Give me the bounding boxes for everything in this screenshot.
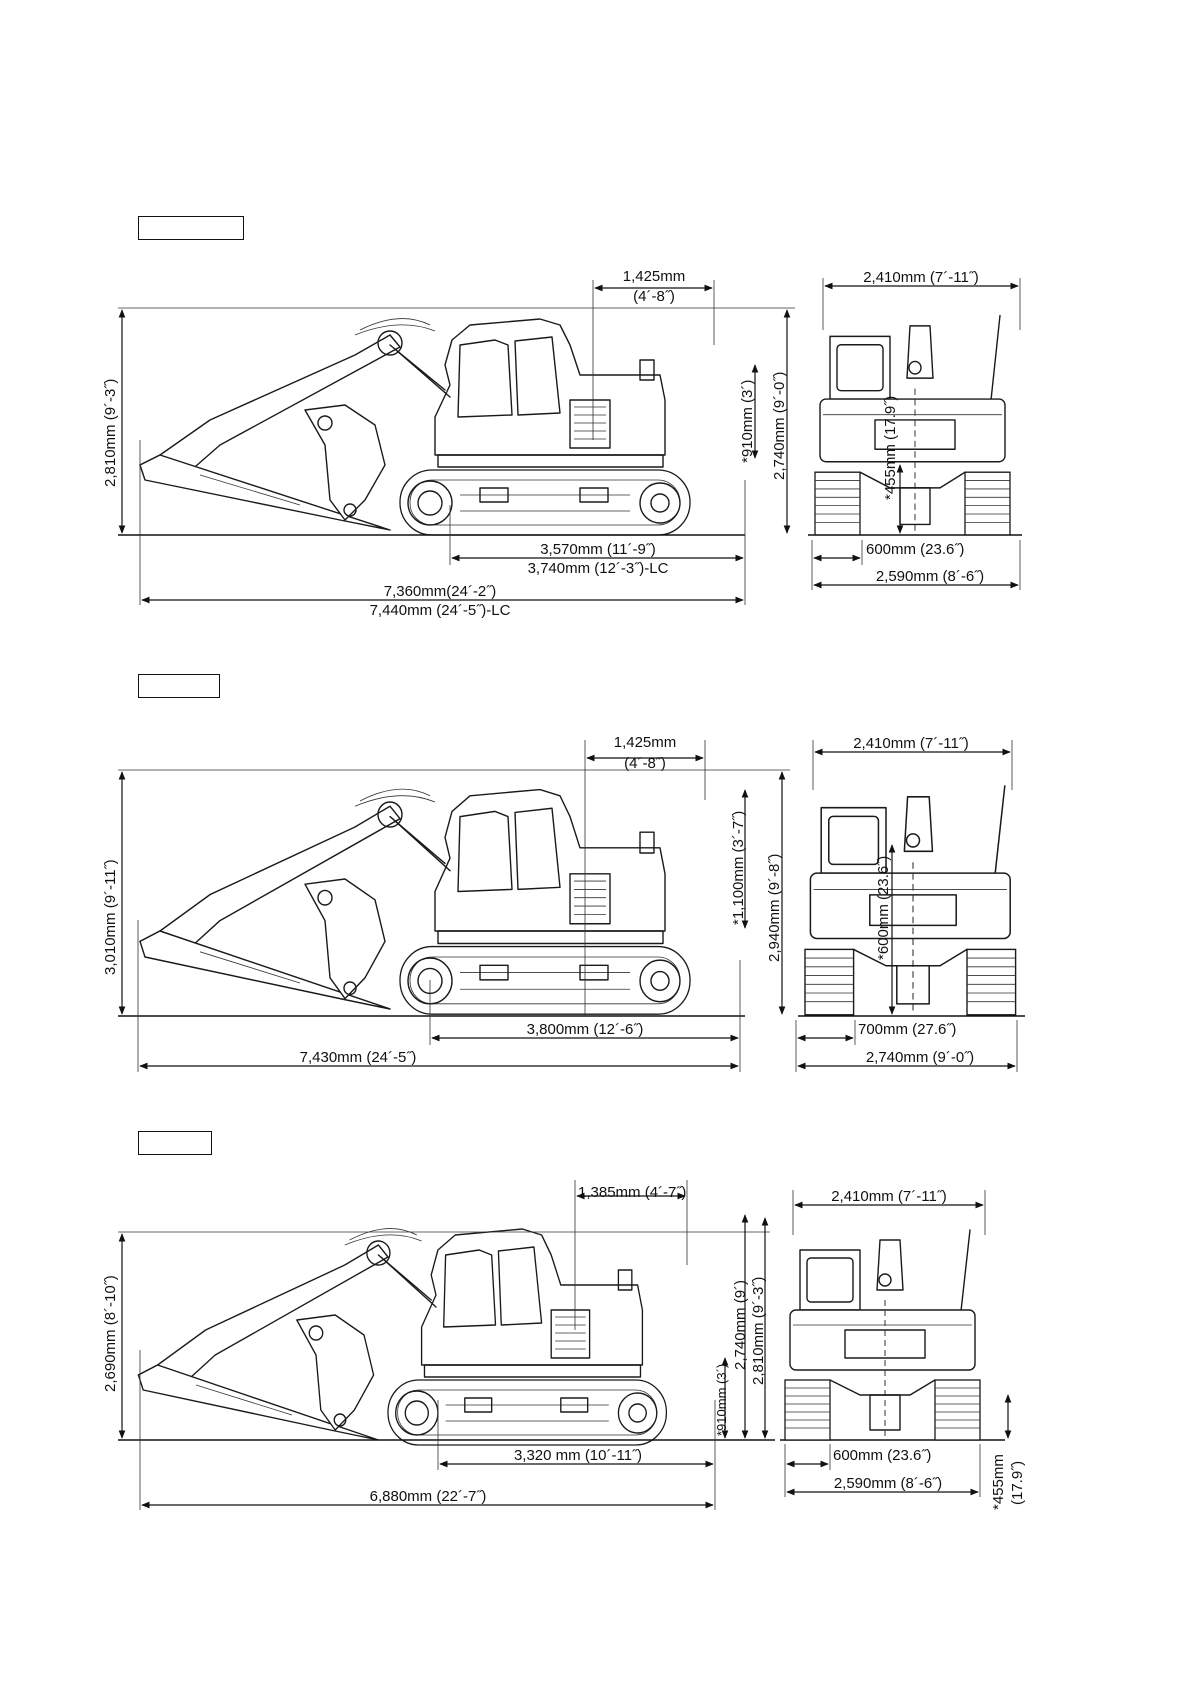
fig3-track-length: 3,320 mm (10´-11˝) (514, 1447, 642, 1464)
fig1-track-length-lc: 3,740mm (12´-3˝)-LC (528, 560, 669, 577)
fig2-top-offset-mm: 1,425mm (614, 734, 677, 751)
fig3-overall-width: 2,590mm (8´-6˝) (834, 1475, 942, 1492)
figure-2: 1,425mm (4´-8˝) 3,010mm (9´-11˝) *1,100m… (102, 734, 1025, 1072)
fig1-shoe-width: 600mm (23.6˝) (866, 541, 964, 558)
figure-1-side-view (139, 317, 691, 536)
figure-2-side-view (139, 788, 691, 1015)
fig3-shoe-width: 600mm (23.6˝) (833, 1447, 931, 1464)
fig3-ground-clearance-in: (17.9˝) (1009, 1461, 1026, 1505)
fig1-overall-length: 7,360mm(24´-2˝) (384, 583, 497, 600)
fig3-cab-height: *910mm (3´) (714, 1364, 729, 1436)
fig1-height-2: 2,740mm (9´-0˝) (771, 372, 788, 480)
fig2-cab-height: *1,100mm (3´-7˝) (730, 811, 747, 925)
fig2-shoe-width: 700mm (27.6˝) (858, 1021, 956, 1038)
fig1-top-offset-mm: 1,425mm (623, 268, 686, 285)
figure-1: 1,425mm (4´-8˝) 2,810mm (9´-3˝) *910mm (… (102, 268, 1022, 619)
fig1-cab-height: *910mm (3´) (739, 380, 756, 463)
figure-3-side-view (137, 1227, 668, 1446)
fig2-top-offset-ft: (4´-8˝) (624, 755, 666, 772)
fig3-ground-clearance-mm: *455mm (990, 1454, 1007, 1510)
fig1-overall-length-lc: 7,440mm (24´-5˝)-LC (370, 602, 511, 619)
figure-2-title-box (138, 674, 220, 698)
fig1-front-width: 2,410mm (7´-11˝) (863, 269, 979, 286)
figure-3-title-box (138, 1131, 212, 1155)
fig3-height-2: 2,740mm (9´) (732, 1280, 749, 1370)
figure-1-front-view (814, 314, 1011, 536)
fig1-ground-clearance: *455mm (17.9˝) (882, 396, 899, 500)
fig2-ground-clearance: *600mm (23.6˝) (875, 856, 892, 960)
fig2-front-width: 2,410mm (7´-11˝) (853, 735, 969, 752)
fig3-overall-length: 6,880mm (22´-7˝) (370, 1488, 487, 1505)
figure-2-front-view (804, 785, 1017, 1016)
fig3-overall-height: 2,690mm (8´-10˝) (102, 1275, 119, 1392)
fig2-height-2: 2,940mm (9´-8˝) (766, 854, 783, 962)
fig2-overall-length: 7,430mm (24´-5˝) (300, 1049, 417, 1066)
figure-3-front-view (784, 1229, 981, 1441)
fig1-track-length: 3,570mm (11´-9˝) (540, 541, 656, 558)
fig3-height-3: 2,810mm (9´-3˝) (750, 1277, 767, 1385)
fig1-overall-width: 2,590mm (8´-6˝) (876, 568, 984, 585)
figure-1-title-box (138, 216, 244, 240)
fig2-overall-width: 2,740mm (9´-0˝) (866, 1049, 974, 1066)
figure-3: 1,385mm (4´-7˝) 2,690mm (8´-10˝) 2,740mm… (102, 1180, 1026, 1510)
fig2-overall-height: 3,010mm (9´-11˝) (102, 859, 119, 975)
fig2-track-length: 3,800mm (12´-6˝) (527, 1021, 644, 1038)
fig3-front-width: 2,410mm (7´-11˝) (831, 1188, 947, 1205)
fig1-top-offset-ft: (4´-8˝) (633, 288, 675, 305)
fig1-overall-height: 2,810mm (9´-3˝) (102, 379, 119, 487)
fig3-top-offset: 1,385mm (4´-7˝) (578, 1184, 686, 1201)
